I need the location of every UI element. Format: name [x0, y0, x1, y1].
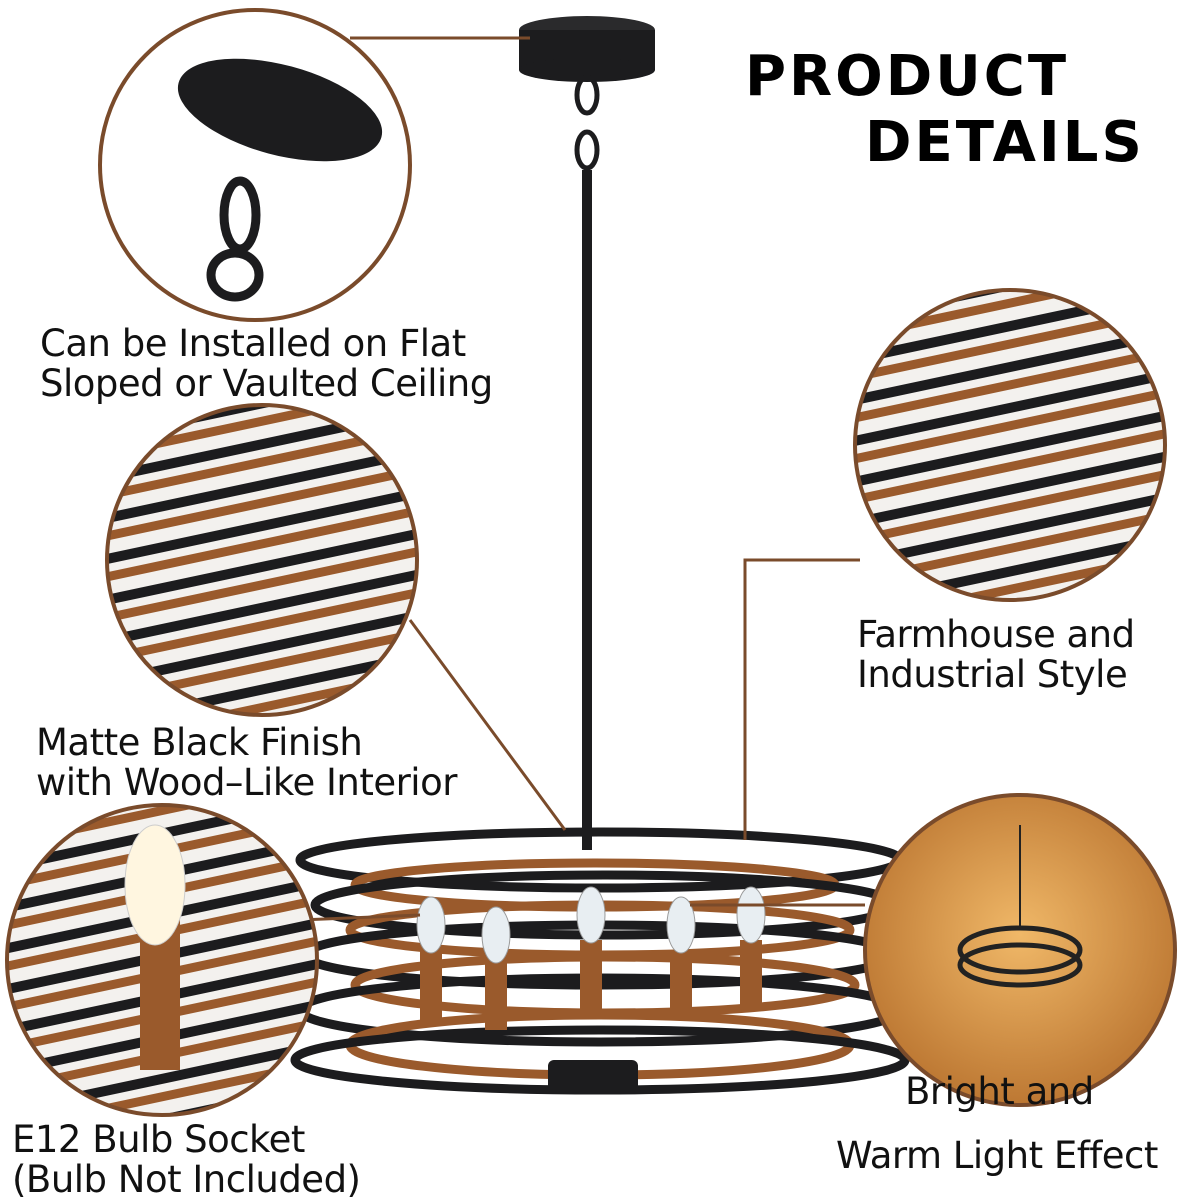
feature-style: Farmhouse and Industrial Style — [857, 615, 1135, 695]
title-line2: DETAILS — [865, 110, 1145, 175]
connector-lines — [299, 36, 865, 922]
light-effect-detail — [863, 793, 1177, 1107]
feature-style-line1: Farmhouse and — [857, 613, 1135, 656]
feature-ceiling: Can be Installed on Flat Sloped or Vault… — [40, 324, 493, 404]
feature-finish: Matte Black Finish with Wood–Like Interi… — [36, 723, 457, 803]
finish-detail — [105, 403, 419, 717]
feature-socket-line2: (Bulb Not Included) — [12, 1158, 361, 1201]
feature-finish-line1: Matte Black Finish — [36, 721, 363, 764]
feature-light-line1: Bright and — [905, 1070, 1094, 1113]
feature-ceiling-line1: Can be Installed on Flat — [40, 322, 466, 365]
style-detail — [853, 288, 1167, 602]
feature-ceiling-line2: Sloped or Vaulted Ceiling — [40, 362, 493, 405]
title-line1: PRODUCT — [745, 44, 1070, 109]
feature-light-line2: Warm Light Effect — [836, 1134, 1158, 1177]
feature-socket: E12 Bulb Socket (Bulb Not Included) — [12, 1120, 361, 1200]
feature-socket-line1: E12 Bulb Socket — [12, 1118, 305, 1161]
feature-style-line2: Industrial Style — [857, 653, 1128, 696]
feature-finish-line2: with Wood–Like Interior — [36, 761, 457, 804]
